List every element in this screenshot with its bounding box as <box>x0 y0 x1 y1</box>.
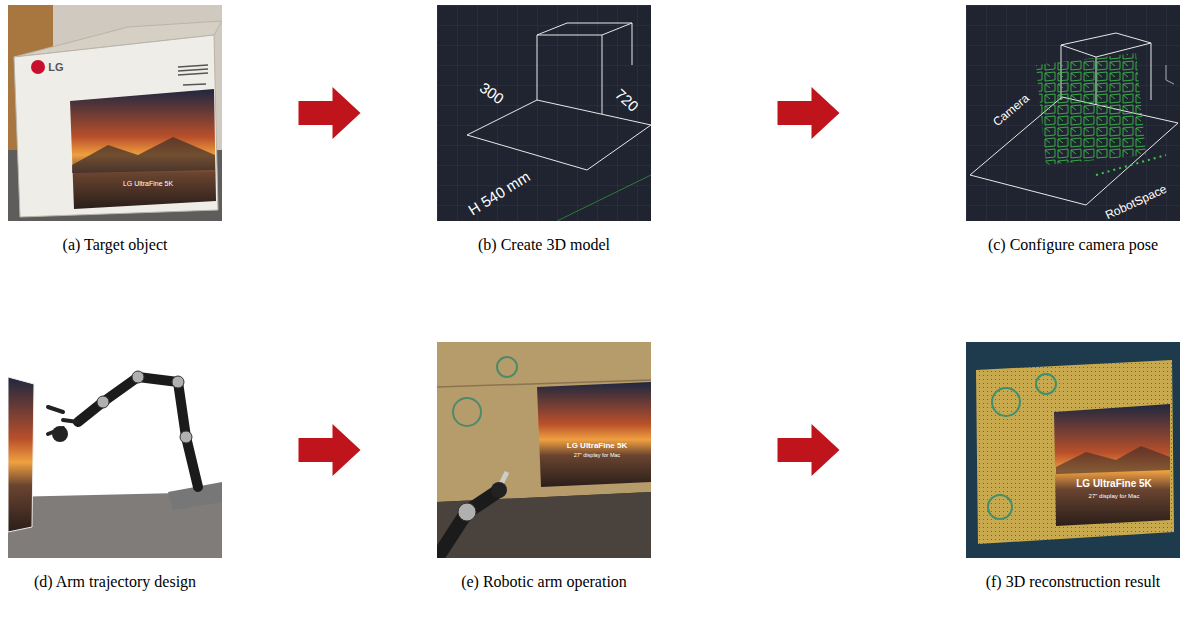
block-arrow <box>299 87 361 139</box>
box-edge <box>8 377 34 532</box>
panel-image-area <box>8 5 222 221</box>
box-picture <box>70 89 216 209</box>
panel-image-area <box>437 342 651 558</box>
wall <box>8 5 222 221</box>
arm-joint <box>132 371 144 383</box>
operation-photo <box>437 342 651 558</box>
figure-panel: (e) Robotic arm operation <box>437 342 651 592</box>
floor <box>437 492 651 558</box>
arm-joint <box>180 431 192 443</box>
image-label: RobotSpace <box>1104 183 1169 222</box>
cad-grid <box>966 5 1180 221</box>
axis-line <box>557 175 651 221</box>
box-front <box>14 35 218 217</box>
photo-ground <box>437 342 651 558</box>
arm-links <box>78 377 198 487</box>
stamp <box>497 357 517 377</box>
image-label: LG UltraFine 5K <box>567 442 627 450</box>
image-label: 27" display for Mac <box>1089 493 1140 499</box>
logo-mark <box>31 60 45 74</box>
figure-panel: (a) Target object <box>8 5 222 255</box>
block-arrow <box>299 424 361 476</box>
figure-panel: (b) Create 3D model <box>437 5 651 255</box>
figure-panel: (d) Arm trajectory design <box>8 342 222 592</box>
image-label: 720 <box>613 86 642 114</box>
cloud-picture <box>1054 404 1170 526</box>
panel-caption: (b) Create 3D model <box>437 235 651 255</box>
image-label: 300 <box>477 80 506 107</box>
stamp <box>453 398 481 426</box>
boxes <box>437 342 651 502</box>
render-ground <box>8 342 222 558</box>
axis-icon <box>1166 65 1174 84</box>
arm-camera <box>491 482 507 498</box>
cad-ground <box>966 5 1180 221</box>
arm-render <box>8 342 222 558</box>
image-label: LG UltraFine 5K <box>123 180 173 187</box>
image-label: H 540 mm <box>466 168 533 217</box>
arm-camera <box>52 426 68 442</box>
block-arrow <box>778 87 840 139</box>
image-label: LG <box>48 62 63 73</box>
stamp <box>992 388 1020 416</box>
arm-joint <box>458 503 476 521</box>
viewer-ground <box>966 342 1180 558</box>
image-label: Camera <box>991 92 1031 129</box>
arm-joint <box>172 376 184 388</box>
figure-panel: (c) Configure camera pose <box>966 5 1180 255</box>
point-cloud <box>966 342 1180 558</box>
arm-link <box>437 492 497 558</box>
panel-image-area <box>8 342 222 558</box>
cloud-box <box>976 360 1174 544</box>
block-arrow <box>778 424 840 476</box>
image-label: LG UltraFine 5K <box>1076 479 1152 489</box>
box-picture <box>537 382 651 487</box>
arm-joint <box>97 396 109 408</box>
panel-caption: (a) Target object <box>8 235 222 255</box>
stamp <box>1036 374 1056 394</box>
box-photo <box>8 5 222 221</box>
panel-image-area <box>437 5 651 221</box>
robot-positions <box>1096 155 1166 175</box>
figure-panel: (f) 3D reconstruction result <box>966 342 1180 592</box>
cad-ground <box>437 5 651 221</box>
base-outline <box>467 100 651 170</box>
cad-grid <box>437 5 651 221</box>
image-label: 27" display for Mac <box>574 453 621 459</box>
panel-caption: (e) Robotic arm operation <box>437 572 651 592</box>
sticker <box>178 65 208 85</box>
panel-caption: (f) 3D reconstruction result <box>966 572 1180 592</box>
mountains <box>1056 446 1170 474</box>
camera-frames <box>1036 53 1146 165</box>
cad-view <box>437 5 651 221</box>
panel-caption: (d) Arm trajectory design <box>8 572 222 592</box>
mountains <box>72 137 215 173</box>
panel-image-area <box>966 342 1180 558</box>
panel-caption: (c) Configure camera pose <box>966 235 1180 255</box>
stamp <box>988 495 1012 519</box>
camera-view <box>966 5 1180 221</box>
